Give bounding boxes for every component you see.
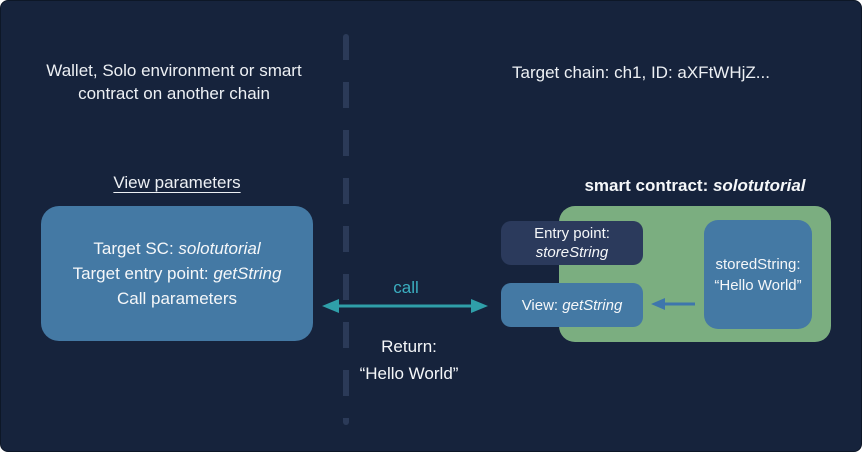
entry-point-box: Entry point: storeString — [501, 221, 643, 265]
target-entry-point-line: Target entry point: getString — [72, 264, 282, 283]
left-intro-text: Wallet, Solo environment or smart contra… — [46, 61, 302, 103]
state-read-arrow-icon — [651, 298, 695, 310]
entry-point-label: Entry point: — [534, 225, 610, 242]
call-parameters-line: Call parameters — [117, 289, 237, 308]
smart-contract-name: solotutorial — [712, 176, 806, 195]
return-value: “Hello World” — [359, 364, 459, 383]
stored-string-box: storedString: “Hello World” — [704, 220, 812, 329]
view-parameters-text: View parameters — [113, 173, 241, 192]
target-sc-line: Target SC: solotutorial — [93, 239, 261, 258]
view-call-request-box: Target SC: solotutorial Target entry poi… — [41, 206, 313, 341]
target-entry-point-name: getString — [213, 264, 282, 283]
target-sc-name: solotutorial — [178, 239, 261, 258]
return-value-text: Return: “Hello World” — [319, 333, 499, 387]
view-function-name: getString — [562, 296, 623, 314]
call-label: call — [393, 278, 419, 297]
view-parameters-label: View parameters — [41, 173, 313, 193]
entry-point-name: storeString — [535, 244, 609, 261]
stored-string-label: storedString: — [715, 255, 801, 273]
target-chain-text: Target chain: ch1, ID: aXFtWHjZ... — [512, 63, 770, 82]
stored-string-value: “Hello World” — [714, 276, 802, 294]
view-box-label: View: getString — [521, 296, 623, 314]
chain-boundary-dashed-divider — [343, 34, 349, 425]
view-getstring-box: View: getString — [501, 283, 643, 327]
smart-contract-label: smart contract: solotutorial — [584, 176, 806, 195]
call-double-arrow-icon — [322, 299, 488, 313]
return-label: Return: — [381, 337, 437, 356]
